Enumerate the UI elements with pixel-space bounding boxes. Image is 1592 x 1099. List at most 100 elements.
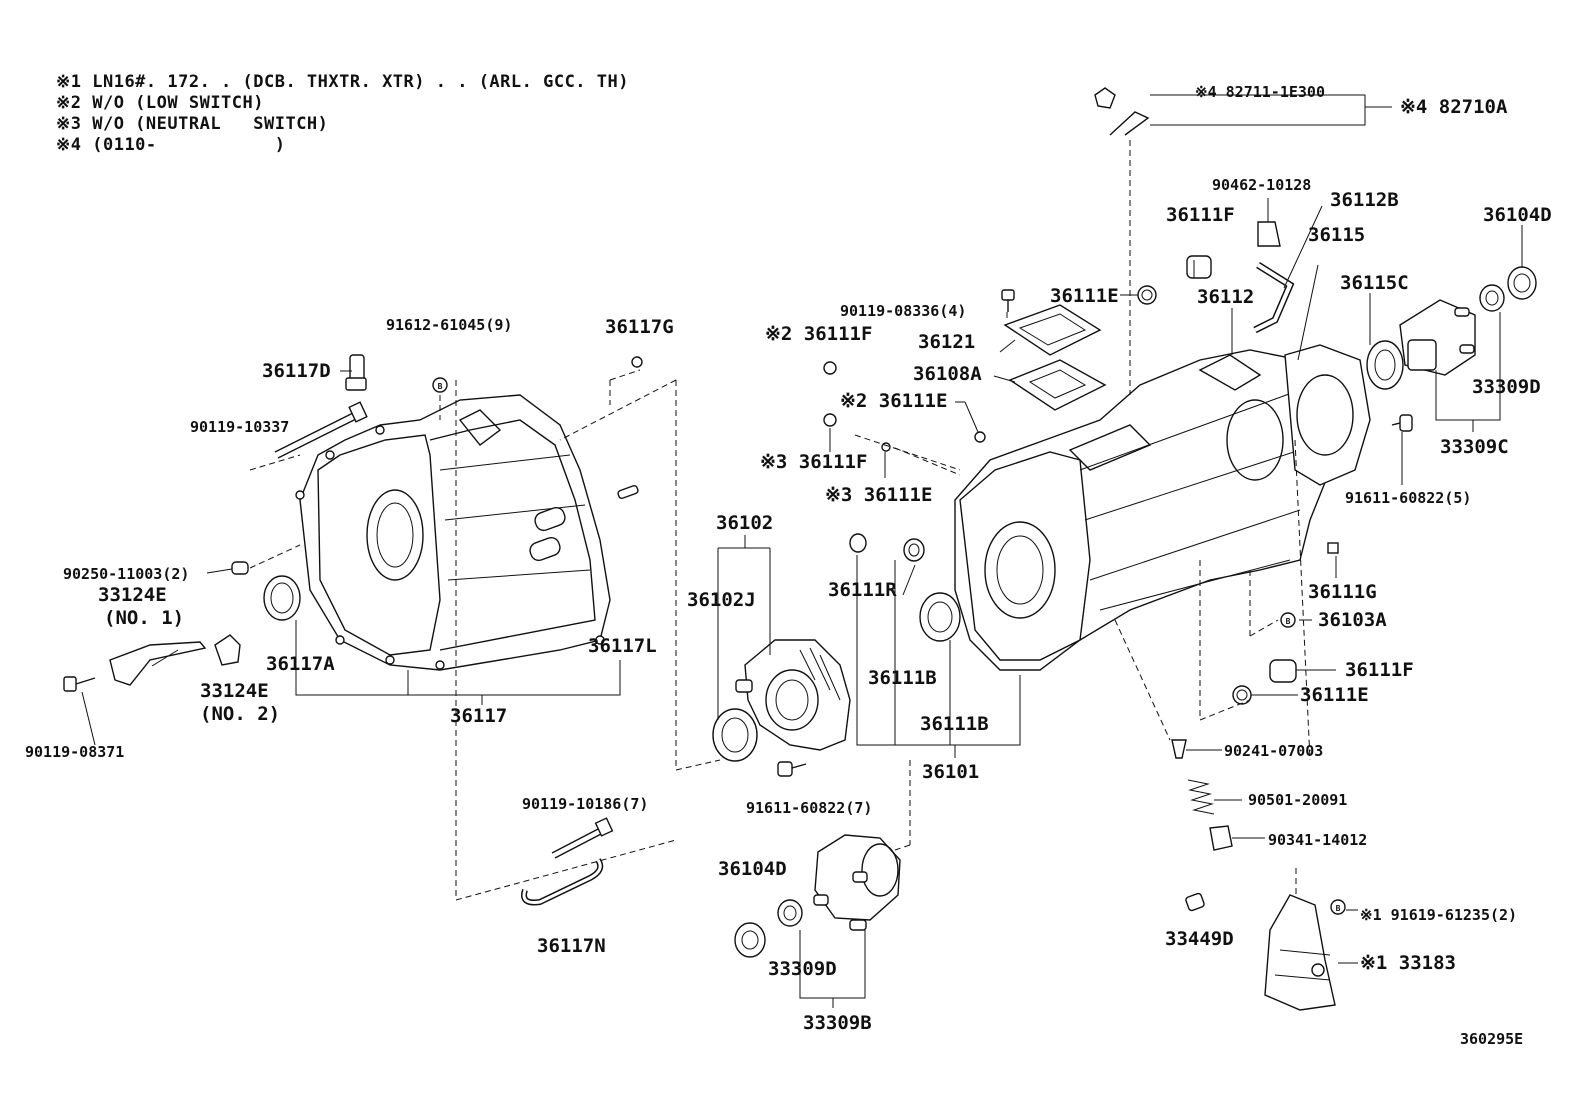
label-33309B: 33309B <box>803 1012 872 1034</box>
clamp-82710A[interactable] <box>1094 87 1150 136</box>
label-36103A: 36103A <box>1318 609 1387 631</box>
clip-90462-10128[interactable] <box>1257 221 1281 247</box>
label-90119-08371: 90119-08371 <box>25 743 124 761</box>
seal-36117A[interactable] <box>263 575 301 621</box>
label-36111E-top: 36111E <box>1050 285 1119 307</box>
bolt-90119-10186[interactable] <box>551 817 614 859</box>
dowel-36117L[interactable] <box>617 484 639 500</box>
labels: ※4 82711-1E300 ※4 82710A 90462-10128 361… <box>25 83 1552 1034</box>
bolt-91611-60822-7[interactable] <box>777 761 807 777</box>
bolt-90119-08371[interactable] <box>63 676 96 692</box>
race-36111R[interactable] <box>849 533 867 553</box>
plug-90341-14012[interactable] <box>1209 825 1233 851</box>
support-33183[interactable] <box>1264 894 1336 1011</box>
case-36117[interactable] <box>295 394 611 671</box>
seal-33309D-bottom[interactable] <box>777 899 803 927</box>
cover-36102J[interactable] <box>735 639 851 751</box>
label-36117A: 36117A <box>266 653 335 675</box>
bearing-36111B-large[interactable] <box>919 592 961 642</box>
label-n1-91619-61235: ※1 91619-61235(2) <box>1360 906 1517 924</box>
spring-90501-20091[interactable] <box>1187 779 1215 815</box>
label-36102: 36102 <box>716 512 773 534</box>
label-36115: 36115 <box>1308 224 1365 246</box>
gasket-n2-36111E[interactable] <box>974 431 986 443</box>
plug-36111F-top[interactable] <box>1186 255 1212 279</box>
plug-n3-36111F[interactable] <box>823 413 837 427</box>
seal-36115C[interactable] <box>1366 340 1404 390</box>
label-36108A: 36108A <box>913 363 982 385</box>
cover-36121[interactable] <box>1003 304 1102 356</box>
label-36111E-right: 36111E <box>1300 684 1369 706</box>
label-82710A: ※4 82710A <box>1400 96 1508 118</box>
label-33309D-right: 33309D <box>1472 376 1541 398</box>
bolt-36103A[interactable]: B <box>1280 612 1296 628</box>
svg-text:B: B <box>1286 617 1291 626</box>
label-33124E-no1: 33124E <box>98 584 167 606</box>
label-33449D: 33449D <box>1165 928 1234 950</box>
plug-36111F-right[interactable] <box>1269 659 1297 683</box>
label-33309D-bottom: 33309D <box>768 958 837 980</box>
bolt-91619-61235[interactable]: B <box>1330 899 1346 915</box>
bolt-91611-60822-5[interactable] <box>1391 414 1413 432</box>
pin-36111G[interactable] <box>1327 542 1339 554</box>
bolt-90119-10337[interactable] <box>274 401 368 459</box>
label-36117L: 36117L <box>588 635 657 657</box>
label-90250-11003: 90250-11003(2) <box>63 565 189 583</box>
label-36112: 36112 <box>1197 286 1254 308</box>
bushing-33449D[interactable] <box>1185 892 1205 912</box>
label-36102J: 36102J <box>687 589 756 611</box>
label-36111B-1: 36111B <box>868 667 937 689</box>
gasket-36108A[interactable] <box>1008 359 1107 411</box>
bolt-91612-61045[interactable]: B <box>432 377 448 393</box>
label-90119-08336: 90119-08336(4) <box>840 302 966 320</box>
label-36117N: 36117N <box>537 935 606 957</box>
label-36111B-2: 36111B <box>920 713 989 735</box>
gasket-n3-36111E[interactable] <box>881 442 891 452</box>
pipe-36115[interactable] <box>1253 262 1295 334</box>
label-no2: (NO. 2) <box>200 703 280 725</box>
clip-33124E-no2[interactable] <box>214 634 241 666</box>
leaders-left <box>81 369 721 901</box>
breather-36117D[interactable] <box>345 354 367 391</box>
label-90241-07003: 90241-07003 <box>1224 742 1323 760</box>
svg-text:B: B <box>1336 904 1341 913</box>
label-36101: 36101 <box>922 761 979 783</box>
label-no1: (NO. 1) <box>104 607 184 629</box>
label-90462-10128: 90462-10128 <box>1212 176 1311 194</box>
label-36111G: 36111G <box>1308 581 1377 603</box>
plug-n2-36111F[interactable] <box>823 361 837 375</box>
note-1: ※1 LN16#. 172. . (DCB. THXTR. XTR) . . (… <box>56 72 629 92</box>
label-36115C: 36115C <box>1340 272 1409 294</box>
bearing-36111B-small[interactable] <box>903 538 925 562</box>
seal-33309D-right[interactable] <box>1479 284 1505 312</box>
label-36117G: 36117G <box>605 316 674 338</box>
tube-36117N[interactable] <box>521 858 604 906</box>
flange-33309B[interactable] <box>813 834 901 931</box>
flange-33309C[interactable] <box>1399 299 1476 376</box>
label-36111R: 36111R <box>828 579 897 601</box>
pin-36117G[interactable] <box>631 356 643 368</box>
flange-36112[interactable] <box>1284 344 1371 486</box>
label-36111F-top: 36111F <box>1166 204 1235 226</box>
svg-text:B: B <box>438 382 443 391</box>
seal-36102[interactable] <box>712 708 758 762</box>
case-36101[interactable] <box>954 349 1331 671</box>
bolt-90119-08336[interactable] <box>1001 289 1015 312</box>
leaders-center <box>829 140 1523 964</box>
label-90501-20091: 90501-20091 <box>1248 791 1347 809</box>
cap-36104D-bottom[interactable] <box>734 922 766 958</box>
ball-90241-07003[interactable] <box>1171 739 1187 759</box>
reference-code: 360295E <box>1460 1030 1524 1048</box>
bracket-33124E-no1[interactable] <box>109 641 207 686</box>
cap-36104D-right[interactable] <box>1507 266 1537 300</box>
label-91612-61045: 91612-61045(9) <box>386 316 512 334</box>
label-36121: 36121 <box>918 331 975 353</box>
label-n2-36111E: ※2 36111E <box>840 390 947 412</box>
label-91611-60822-5: 91611-60822(5) <box>1345 489 1471 507</box>
gasket-36111E-top[interactable] <box>1137 285 1157 305</box>
plug-90250-11003[interactable] <box>231 561 249 575</box>
label-n3-36111E: ※3 36111E <box>825 484 932 506</box>
gasket-36111E-right[interactable] <box>1232 685 1252 705</box>
label-n3-36111F: ※3 36111F <box>760 451 867 473</box>
